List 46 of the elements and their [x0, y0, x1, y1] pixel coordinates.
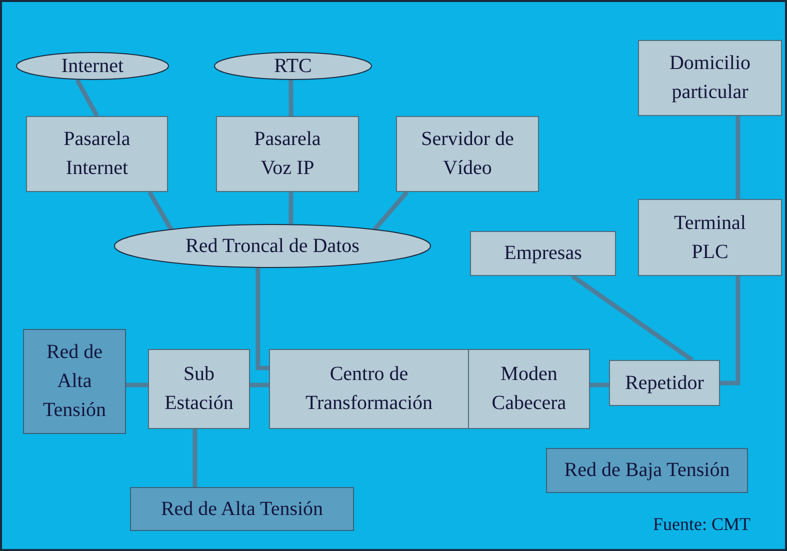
node-label: Pasarela Internet: [62, 127, 132, 181]
repeater-box: [609, 360, 720, 406]
node-label: Red de Alta Tensión: [160, 496, 324, 522]
home-box: [638, 40, 782, 116]
node-label: Servidor de Vídeo: [420, 127, 515, 181]
connector-line: [372, 190, 409, 232]
connector-line: [288, 80, 294, 116]
terminal-box: [638, 199, 782, 276]
node-label: Moden Cabecera: [490, 362, 568, 416]
network-box: [546, 448, 748, 493]
node-label: Repetidor: [624, 370, 705, 396]
connector-line: [720, 276, 740, 386]
connector-line: [75, 78, 99, 118]
gateway-box: [26, 116, 168, 192]
connector-line: [288, 192, 294, 224]
connector-line: [590, 382, 610, 388]
node-label: Red de Baja Tensión: [563, 458, 731, 483]
connector-line: [570, 274, 694, 362]
substation-box: [148, 349, 250, 429]
connector-line: [256, 268, 269, 370]
network-ellipse: [214, 52, 372, 80]
node-label: Terminal PLC: [673, 210, 747, 264]
connector-line: [148, 190, 174, 232]
internet-ellipse: [16, 52, 169, 80]
backbone-ellipse: [114, 224, 431, 268]
gateway-box: [216, 116, 359, 192]
node-label: Domicilio particular: [668, 51, 752, 105]
network-box: [130, 487, 354, 531]
business-box: [470, 231, 616, 276]
network-box: [23, 329, 126, 434]
node-label: Red de Alta Tensión: [42, 340, 108, 423]
node-label: Red Troncal de Datos: [184, 234, 360, 258]
modem-box: [468, 349, 590, 429]
connector-line: [192, 429, 198, 487]
connector-line: [126, 382, 148, 388]
server-box: [396, 116, 539, 192]
connector-line: [736, 116, 740, 199]
node-label: Internet: [60, 54, 125, 78]
node-label: Empresas: [503, 241, 583, 266]
node-label: Sub Estación: [164, 362, 234, 416]
transformer-box: [269, 349, 469, 429]
connector-line: [250, 382, 269, 388]
source-note: Fuente: CMT: [653, 514, 750, 535]
node-label: Centro de Transformación: [304, 362, 434, 416]
node-label: RTC: [273, 54, 313, 78]
node-label: Pasarela Voz IP: [253, 127, 322, 181]
